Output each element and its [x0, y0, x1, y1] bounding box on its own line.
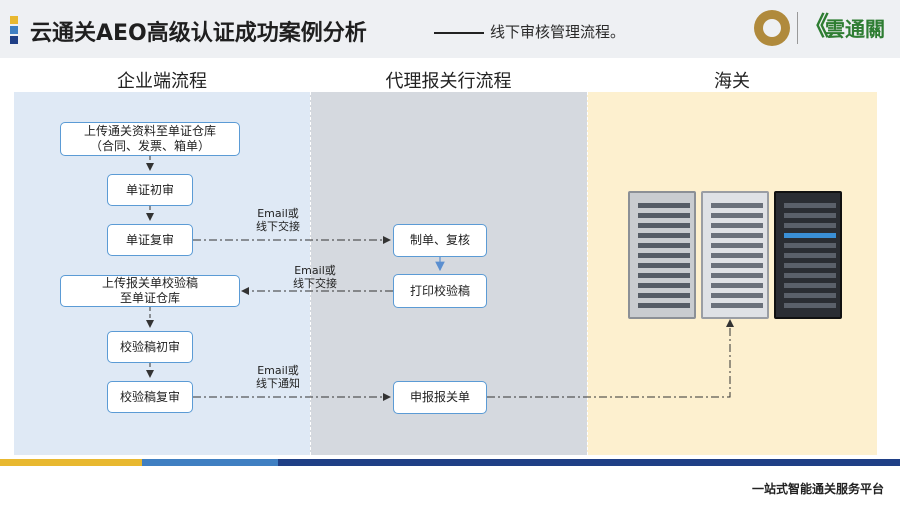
edge-label-to-agent-1: Email或 线下交接 [248, 207, 308, 233]
node-upload-docs: 上传通关资料至单证仓库（合同、发票、箱单） [60, 122, 240, 156]
lane-divider [587, 92, 588, 455]
title-dash [434, 32, 484, 34]
server-rack-icon [774, 191, 842, 319]
node-upload-draft-line-2: 至单证仓库 [119, 291, 180, 305]
lane-title-enterprise: 企业端流程 [117, 71, 207, 92]
lane-title-customs: 海关 [714, 71, 750, 92]
node-upload-docs-line-1: 上传通关资料至单证仓库 [83, 124, 216, 138]
edge-label-to-agent-2: Email或 线下通知 [248, 364, 308, 390]
header-bar: 云通关AEO高级认证成功案例分析 线下审核管理流程。 《 雲通關 [0, 0, 900, 58]
server-rack-icon [701, 191, 769, 319]
edge-label-to-enterprise: Email或 线下交接 [285, 264, 345, 290]
node-make-and-check: 制单、复核 [393, 224, 487, 257]
node-draft-second-review: 校验稿复审 [107, 381, 193, 413]
node-doc-first-review: 单证初审 [107, 174, 193, 206]
logo-divider [797, 12, 798, 44]
node-upload-docs-line-2: （合同、发票、箱单） [89, 139, 210, 153]
node-doc-second-review: 单证复审 [107, 224, 193, 256]
title-bullet-icon [10, 16, 18, 44]
edge-label-line: 线下通知 [256, 377, 300, 390]
edge-label-line: 线下交接 [256, 220, 300, 233]
emblem-logo-icon [754, 10, 790, 46]
node-upload-draft: 上传报关单校验稿至单证仓库 [60, 275, 240, 307]
footer-bar-blue [142, 459, 278, 466]
lane-title-agent: 代理报关行流程 [385, 71, 512, 92]
edge-label-line: Email或 [294, 264, 336, 277]
node-draft-first-review: 校验稿初审 [107, 331, 193, 363]
edge-label-line: Email或 [257, 207, 299, 220]
lane-divider [310, 92, 311, 455]
page-subtitle: 线下审核管理流程。 [490, 23, 626, 41]
node-upload-draft-line-1: 上传报关单校验稿 [101, 276, 198, 290]
edge-label-line: Email或 [257, 364, 299, 377]
node-declare: 申报报关单 [393, 381, 487, 414]
node-print-draft: 打印校验稿 [393, 274, 487, 308]
server-rack-icon [628, 191, 696, 319]
footer-bar-gold [0, 459, 142, 466]
brand-logo-text: 雲通關 [825, 17, 885, 41]
page-title: 云通关AEO高级认证成功案例分析 [30, 21, 367, 46]
footer-tagline: 一站式智能通关服务平台 [751, 482, 884, 496]
footer-bar-dark [278, 459, 900, 466]
edge-label-line: 线下交接 [293, 277, 337, 290]
